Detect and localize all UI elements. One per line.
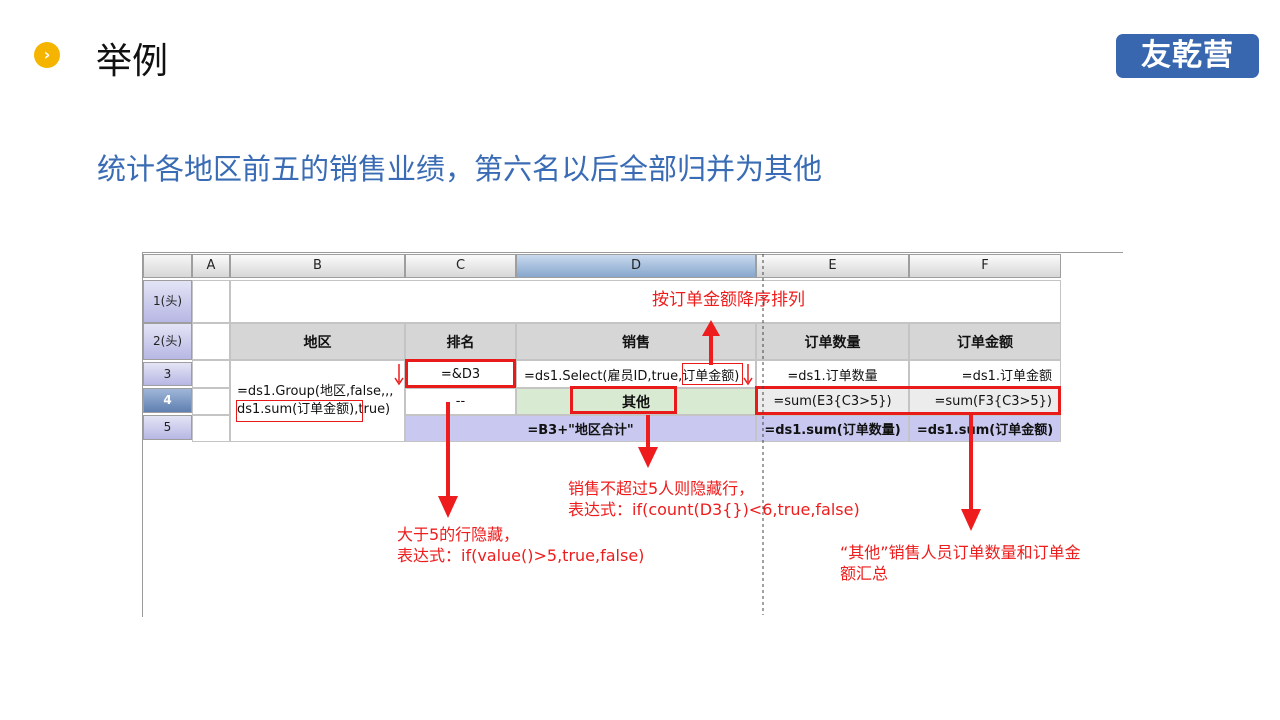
cell-b1-merged[interactable] (230, 280, 1061, 323)
row-header-2[interactable]: 2(头) (143, 323, 192, 360)
cell-a2[interactable] (192, 323, 230, 360)
group-formula-boxed: ds1.sum(订单金额) (237, 402, 355, 417)
column-header-f[interactable]: F (909, 254, 1061, 278)
select-formula-prefix: =ds1.Select(雇员ID,true, (524, 368, 683, 384)
cell-a3[interactable] (192, 360, 230, 388)
report-sheet: A B C D E F 1(头) 2(头) 3 4 5 地区 排名 销售 订单数… (142, 252, 1123, 617)
row-header-3[interactable]: 3 (143, 362, 192, 386)
cell-a1[interactable] (192, 280, 230, 323)
cell-d4[interactable]: 其他 (516, 388, 756, 415)
header-order-count[interactable]: 订单数量 (756, 323, 909, 360)
header-region[interactable]: 地区 (230, 323, 405, 360)
cell-e4[interactable]: =sum(E3{C3>5}) (756, 388, 909, 415)
brand-logo: 友乾营 (1116, 34, 1259, 78)
column-header-e[interactable]: E (756, 254, 909, 278)
cell-a5[interactable] (192, 415, 230, 442)
header-order-amount[interactable]: 订单金额 (909, 323, 1061, 360)
header-sales[interactable]: 销售 (516, 323, 756, 360)
select-formula-boxed: 订单金额) (682, 368, 740, 384)
header-rank[interactable]: 排名 (405, 323, 516, 360)
highlight-d4 (570, 386, 677, 414)
highlight-e4-f4 (755, 386, 1061, 415)
cell-a4[interactable] (192, 388, 230, 415)
column-header-d[interactable]: D (516, 254, 756, 278)
highlight-c3 (405, 359, 516, 388)
annotation-other-sum: “其他”销售人员订单数量和订单金 额汇总 (840, 543, 1081, 583)
page-title: 举例 (96, 41, 169, 82)
cell-e5[interactable]: =ds1.sum(订单数量) (756, 415, 909, 442)
cell-b3-group[interactable]: =ds1.Group(地区,false,,, ds1.sum(订单金额),tru… (230, 360, 405, 442)
sheet-left-border (142, 252, 143, 617)
column-header-b[interactable]: B (230, 254, 405, 278)
cell-e3[interactable]: =ds1.订单数量 (756, 360, 909, 388)
cell-f3[interactable]: =ds1.订单金额 (909, 360, 1061, 388)
highlight-sum-arg (236, 400, 363, 422)
cell-f5[interactable]: =ds1.sum(订单金额) (909, 415, 1061, 442)
row-header-5[interactable]: 5 (143, 415, 192, 440)
row-header-4[interactable]: 4 (143, 388, 192, 413)
sheet-corner[interactable] (143, 254, 192, 278)
column-header-c[interactable]: C (405, 254, 516, 278)
group-formula-rest: ,true) (354, 402, 391, 417)
row-header-1[interactable]: 1(头) (143, 280, 192, 323)
group-formula-line2: ds1.sum(订单金额),true) (237, 401, 390, 419)
cell-c4[interactable]: -- (405, 388, 516, 415)
cell-cd5-merged[interactable]: =B3+"地区合计" (405, 415, 756, 442)
sheet-top-border (142, 252, 1123, 253)
annotation-sort: 按订单金额降序排列 (652, 290, 805, 310)
annotation-hide-rank: 大于5的行隐藏， 表达式：if(value()>5,true,false) (397, 525, 645, 565)
group-formula-line1: =ds1.Group(地区,false,,, (237, 384, 394, 399)
column-header-a[interactable]: A (192, 254, 230, 278)
chevron-right-icon: › (34, 42, 60, 68)
highlight-select-arg (682, 363, 743, 385)
annotation-hide-sales: 销售不超过5人则隐藏行， 表达式：if(count(D3{})<6,true,f… (568, 479, 860, 519)
page-subtitle: 统计各地区前五的销售业绩，第六名以后全部归并为其他 (97, 152, 823, 186)
